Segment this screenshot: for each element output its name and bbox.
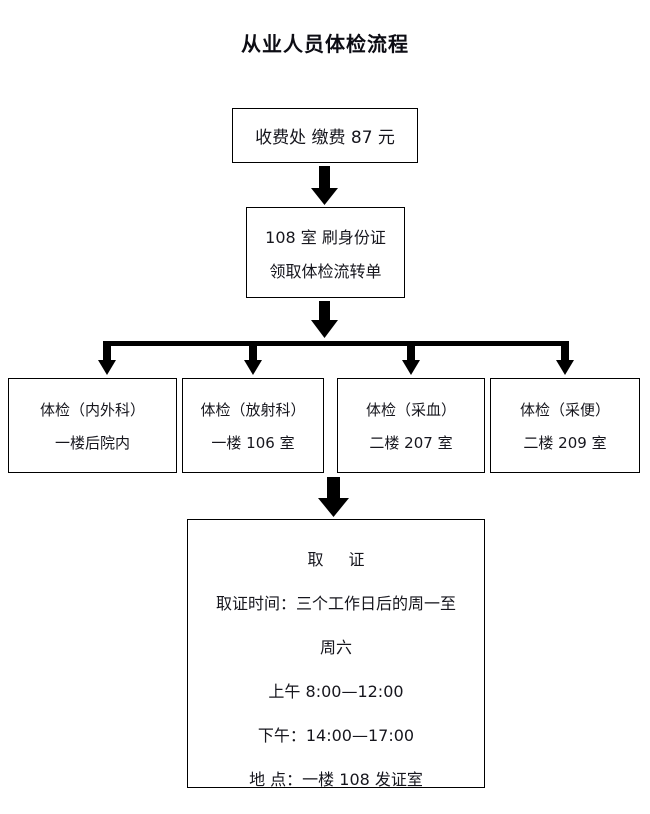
node-exam-internal-surgery-line-1: 一楼后院内 <box>54 433 130 452</box>
node-exam-radiology-line-0: 体检（放射科） <box>200 400 306 419</box>
node-exam-internal-surgery[interactable]: 体检（内外科） 一楼后院内 <box>8 378 177 473</box>
node-certificate-pickup-line-3: 下午：14:00—17:00 <box>257 726 415 745</box>
page-title: 从业人员体检流程 <box>241 32 409 56</box>
node-certificate-pickup-heading: 取 证 <box>307 550 375 569</box>
arrow-branch-0 <box>98 341 116 375</box>
node-exam-blood-draw[interactable]: 体检（采血） 二楼 207 室 <box>337 378 485 473</box>
node-fee-payment[interactable]: 收费处 缴费 87 元 <box>232 108 418 163</box>
node-exam-blood-draw-line-1: 二楼 207 室 <box>369 433 453 452</box>
node-id-scan-line-0: 108 室 刷身份证 <box>265 227 386 247</box>
node-id-scan-line-1: 领取体检流转单 <box>269 261 382 281</box>
node-exam-radiology-line-1: 一楼 106 室 <box>211 433 295 452</box>
node-exam-stool-sample-line-1: 二楼 209 室 <box>523 433 607 452</box>
node-certificate-pickup-line-4: 地 点：一楼 108 发证室 <box>249 770 423 789</box>
arrow-idcard-to-branch <box>311 301 338 338</box>
branch-bar <box>103 341 569 346</box>
node-id-scan[interactable]: 108 室 刷身份证 领取体检流转单 <box>246 207 405 298</box>
node-certificate-pickup-line-2: 上午 8:00—12:00 <box>268 682 404 701</box>
arrow-exam-to-certificate <box>318 477 349 517</box>
node-certificate-pickup-line-1: 周六 <box>319 638 352 657</box>
node-exam-internal-surgery-line-0: 体检（内外科） <box>39 400 145 419</box>
node-certificate-pickup-line-0: 取证时间：三个工作日后的周一至 <box>215 594 456 613</box>
arrow-branch-1 <box>244 341 262 375</box>
node-certificate-pickup[interactable]: 取 证 取证时间：三个工作日后的周一至 周六 上午 8:00—12:00 下午：… <box>187 519 485 789</box>
node-fee-payment-line-0: 收费处 缴费 87 元 <box>255 128 395 148</box>
node-exam-stool-sample-line-0: 体检（采便） <box>519 400 610 419</box>
arrow-fee-to-idcard <box>311 166 338 205</box>
node-exam-blood-draw-line-0: 体检（采血） <box>365 400 456 419</box>
arrow-branch-2 <box>402 341 420 375</box>
arrow-branch-3 <box>556 341 574 375</box>
node-exam-stool-sample[interactable]: 体检（采便） 二楼 209 室 <box>490 378 640 473</box>
node-exam-radiology[interactable]: 体检（放射科） 一楼 106 室 <box>182 378 324 473</box>
